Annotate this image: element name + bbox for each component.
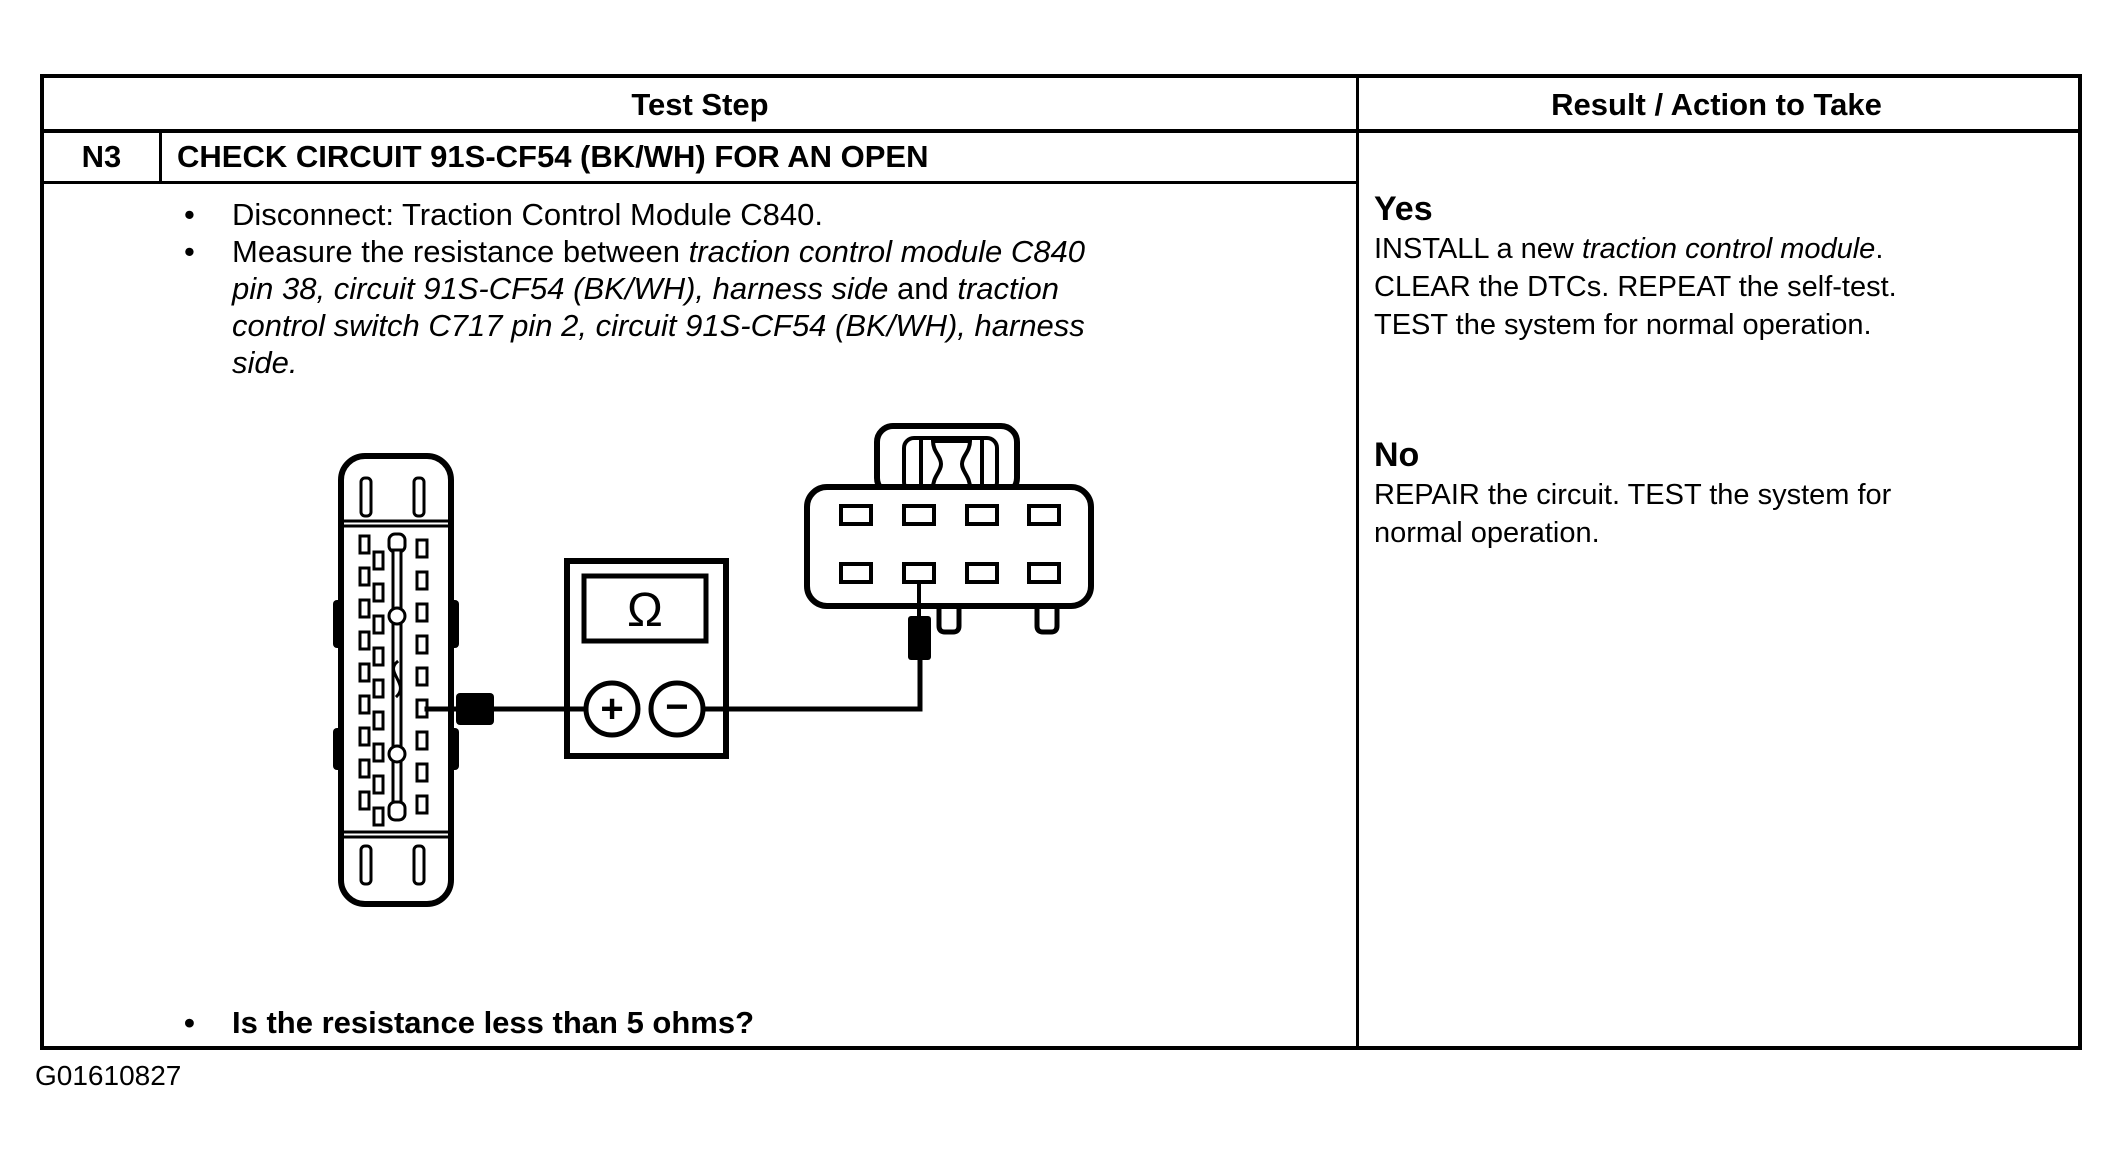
minus-sign: − bbox=[665, 685, 688, 729]
yes-action-text: INSTALL a new traction control module. C… bbox=[1374, 233, 1897, 341]
side-latch bbox=[333, 728, 342, 770]
step-id-divider bbox=[159, 129, 162, 184]
no-action-text: REPAIR the circuit. TEST the system for … bbox=[1374, 479, 1892, 549]
diagram-canvas: Ω + − bbox=[333, 423, 1094, 907]
test-leads bbox=[424, 657, 923, 712]
question-text: Is the resistance less than 5 ohms? bbox=[232, 1005, 755, 1040]
pinpoint-test-table: Test Step Result / Action to Take N3 CHE… bbox=[40, 74, 2082, 1050]
connector-keyway bbox=[387, 532, 407, 822]
side-latch bbox=[333, 600, 342, 648]
no-label: No bbox=[1374, 436, 1420, 474]
instruction-item: • Measure the resistance between tractio… bbox=[184, 233, 1085, 381]
bullet-icon: • bbox=[184, 197, 195, 232]
ohmmeter-display bbox=[581, 573, 709, 644]
result-column-header: Result / Action to Take bbox=[1551, 87, 1882, 122]
instruction-text: Measure the resistance between traction … bbox=[232, 234, 1085, 380]
yes-label: Yes bbox=[1374, 190, 1433, 228]
column-divider bbox=[1356, 78, 1359, 1046]
traction-control-switch-connector bbox=[804, 423, 1094, 660]
probe-tip bbox=[456, 693, 494, 725]
figure-id: G01610827 bbox=[35, 1060, 182, 1091]
bullet-icon: • bbox=[184, 234, 195, 269]
meter-terminals: + − bbox=[583, 680, 706, 738]
side-latch bbox=[450, 600, 459, 648]
negative-terminal bbox=[648, 680, 706, 738]
step-id: N3 bbox=[81, 139, 122, 174]
result-yes-block: Yes INSTALL a new traction control modul… bbox=[1374, 188, 1974, 344]
instruction-item: • Disconnect: Traction Control Module C8… bbox=[184, 196, 1085, 233]
step-title: CHECK CIRCUIT 91S-CF54 (BK/WH) FOR AN OP… bbox=[177, 139, 929, 174]
mounting-foot bbox=[1034, 603, 1060, 635]
plus-sign: + bbox=[600, 687, 623, 731]
step-question: • Is the resistance less than 5 ohms? bbox=[184, 1004, 754, 1041]
pin-field-right bbox=[415, 538, 429, 815]
result-no-block: No REPAIR the circuit. TEST the system f… bbox=[1374, 434, 1974, 552]
probe-tip bbox=[908, 616, 931, 660]
traction-control-module-connector bbox=[333, 453, 459, 907]
positive-terminal bbox=[583, 680, 641, 738]
test-connection-diagram: Ω + − bbox=[44, 384, 1356, 994]
bullet-icon: • bbox=[184, 1005, 195, 1040]
side-latch bbox=[450, 728, 459, 770]
step-instructions: • Disconnect: Traction Control Module C8… bbox=[184, 196, 1085, 381]
test-step-column-header: Test Step bbox=[631, 87, 769, 122]
instruction-text: Disconnect: Traction Control Module C840… bbox=[232, 197, 824, 232]
pin-field-left bbox=[358, 534, 385, 827]
header-bottom-rule bbox=[44, 129, 2078, 133]
step-row-bottom-rule bbox=[44, 181, 1356, 184]
mounting-foot bbox=[936, 603, 962, 635]
ohm-symbol: Ω bbox=[627, 584, 663, 637]
